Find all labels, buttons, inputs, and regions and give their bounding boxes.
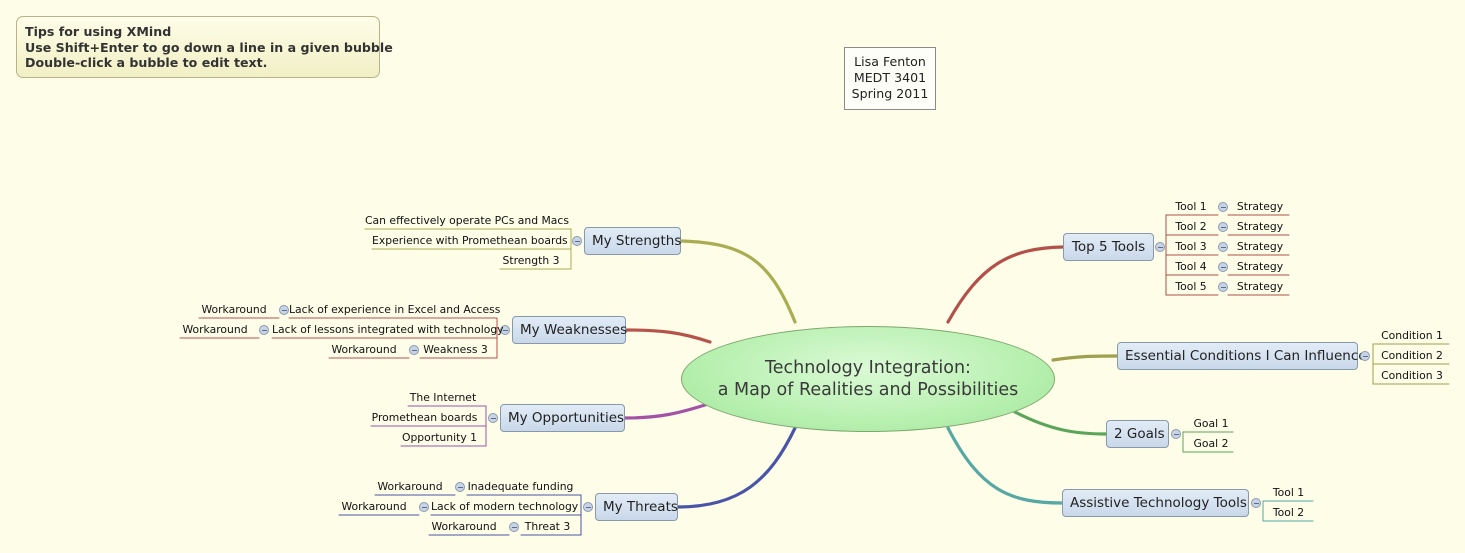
collapse-weakness-button[interactable] xyxy=(279,305,289,315)
collapse-weaknesses-button[interactable] xyxy=(500,325,510,335)
author-term: Spring 2011 xyxy=(851,86,929,101)
topic-2-goals[interactable]: 2 Goals xyxy=(1106,420,1169,448)
strength-item[interactable]: Experience with Promethean boards xyxy=(372,234,568,247)
tips-title: Tips for using XMind xyxy=(25,24,172,39)
collapse-tool-button[interactable] xyxy=(1218,242,1228,252)
collapse-strengths-button[interactable] xyxy=(572,236,582,246)
branch-strengths-line xyxy=(679,239,797,324)
tool-item[interactable]: Tool 4 xyxy=(1175,260,1207,273)
author-course: MEDT 3401 xyxy=(853,70,927,85)
topic-my-weaknesses[interactable]: My Weaknesses xyxy=(512,316,628,344)
goal-item[interactable]: Goal 1 xyxy=(1193,417,1229,430)
collapse-threat-button[interactable] xyxy=(419,502,429,512)
weakness-workaround[interactable]: Workaround xyxy=(201,303,267,316)
threat-workaround[interactable]: Workaround xyxy=(341,500,407,513)
topic-label: Essential Conditions I Can Influence xyxy=(1125,348,1367,364)
opportunity-item[interactable]: The Internet xyxy=(409,391,477,404)
central-topic-line1: Technology Integration: xyxy=(765,358,971,378)
tool-strategy[interactable]: Strategy xyxy=(1236,240,1284,253)
author-name: Lisa Fenton xyxy=(854,54,926,69)
topic-my-opportunities[interactable]: My Opportunities xyxy=(500,404,625,432)
branch-assistive-line xyxy=(946,426,1064,505)
collapse-weakness-button[interactable] xyxy=(259,325,269,335)
tool-strategy[interactable]: Strategy xyxy=(1236,260,1284,273)
tool-strategy[interactable]: Strategy xyxy=(1236,280,1284,293)
weakness-workaround[interactable]: Workaround xyxy=(331,343,397,356)
topic-label: My Opportunities xyxy=(508,410,625,426)
branch-conditions-line xyxy=(1051,354,1119,362)
collapse-assistive-button[interactable] xyxy=(1251,498,1261,508)
tool-item[interactable]: Tool 5 xyxy=(1175,280,1207,293)
strength-item[interactable]: Strength 3 xyxy=(502,254,560,267)
condition-item[interactable]: Condition 3 xyxy=(1381,369,1443,382)
topic-label: 2 Goals xyxy=(1114,426,1165,442)
tips-line-double-click: Double-click a bubble to edit text. xyxy=(25,55,268,70)
topic-assistive-technology-tools[interactable]: Assistive Technology Tools xyxy=(1062,489,1249,517)
collapse-tool-button[interactable] xyxy=(1218,202,1228,212)
threat-item[interactable]: Lack of modern technology xyxy=(431,500,579,513)
author-box[interactable]: Lisa Fenton MEDT 3401 Spring 2011 xyxy=(844,47,936,110)
tool-strategy[interactable]: Strategy xyxy=(1236,200,1284,213)
topic-label: My Threats xyxy=(603,499,678,515)
tool-item[interactable]: Tool 2 xyxy=(1175,220,1207,233)
assistive-tool-item[interactable]: Tool 2 xyxy=(1272,506,1305,519)
tips-line-shift-enter: Use Shift+Enter to go down a line in a g… xyxy=(25,39,393,55)
tool-item[interactable]: Tool 3 xyxy=(1175,240,1207,253)
weakness-item[interactable]: Lack of experience in Excel and Access xyxy=(289,303,501,316)
branch-weaknesses-line xyxy=(624,328,712,344)
collapse-threat-button[interactable] xyxy=(509,522,519,532)
tips-note[interactable]: Tips for using XMind Use Shift+Enter to … xyxy=(16,16,393,78)
topic-essential-conditions[interactable]: Essential Conditions I Can Influence xyxy=(1117,342,1367,370)
topic-label: Assistive Technology Tools xyxy=(1070,495,1247,511)
collapse-goals-button[interactable] xyxy=(1171,429,1181,439)
condition-item[interactable]: Condition 1 xyxy=(1381,329,1443,342)
weakness-item[interactable]: Lack of lessons integrated with technolo… xyxy=(272,323,504,336)
topic-my-strengths[interactable]: My Strengths xyxy=(584,227,681,255)
collapse-threat-button[interactable] xyxy=(455,482,465,492)
collapse-weakness-button[interactable] xyxy=(409,345,419,355)
opportunity-item[interactable]: Promethean boards xyxy=(371,411,478,424)
topic-label: Top 5 Tools xyxy=(1071,239,1146,255)
central-topic-line2: a Map of Realities and Possibilities xyxy=(717,380,1019,400)
strength-item[interactable]: Can effectively operate PCs and Macs xyxy=(365,214,569,227)
branch-threats-line xyxy=(676,426,797,509)
collapse-tool-button[interactable] xyxy=(1218,282,1228,292)
branch-goals-line xyxy=(1013,410,1108,436)
branch-tools-line xyxy=(946,245,1065,324)
tool-strategy[interactable]: Strategy xyxy=(1236,220,1284,233)
tool-item[interactable]: Tool 1 xyxy=(1175,200,1207,213)
threat-item[interactable]: Inadequate funding xyxy=(467,480,574,493)
assistive-tool-item[interactable]: Tool 1 xyxy=(1272,486,1305,499)
threat-item[interactable]: Threat 3 xyxy=(524,520,571,533)
topic-my-threats[interactable]: My Threats xyxy=(595,493,678,521)
branch-opportunities-line xyxy=(623,402,710,420)
collapse-conditions-button[interactable] xyxy=(1360,351,1370,361)
goal-item[interactable]: Goal 2 xyxy=(1193,437,1229,450)
threat-workaround[interactable]: Workaround xyxy=(377,480,443,493)
weakness-item[interactable]: Weakness 3 xyxy=(423,343,488,356)
collapse-tool-button[interactable] xyxy=(1218,262,1228,272)
collapse-tool-button[interactable] xyxy=(1218,222,1228,232)
weakness-workaround[interactable]: Workaround xyxy=(182,323,248,336)
condition-item[interactable]: Condition 2 xyxy=(1381,349,1443,362)
collapse-threats-button[interactable] xyxy=(583,502,593,512)
topic-label: My Strengths xyxy=(592,233,682,249)
central-topic[interactable]: Technology Integration: a Map of Realiti… xyxy=(681,326,1055,432)
topic-top-5-tools[interactable]: Top 5 Tools xyxy=(1063,233,1154,261)
threat-workaround[interactable]: Workaround xyxy=(431,520,497,533)
topic-label: My Weaknesses xyxy=(520,322,628,338)
collapse-tools-button[interactable] xyxy=(1155,242,1165,252)
opportunity-item[interactable]: Opportunity 1 xyxy=(401,431,478,444)
collapse-opportunities-button[interactable] xyxy=(488,413,498,423)
